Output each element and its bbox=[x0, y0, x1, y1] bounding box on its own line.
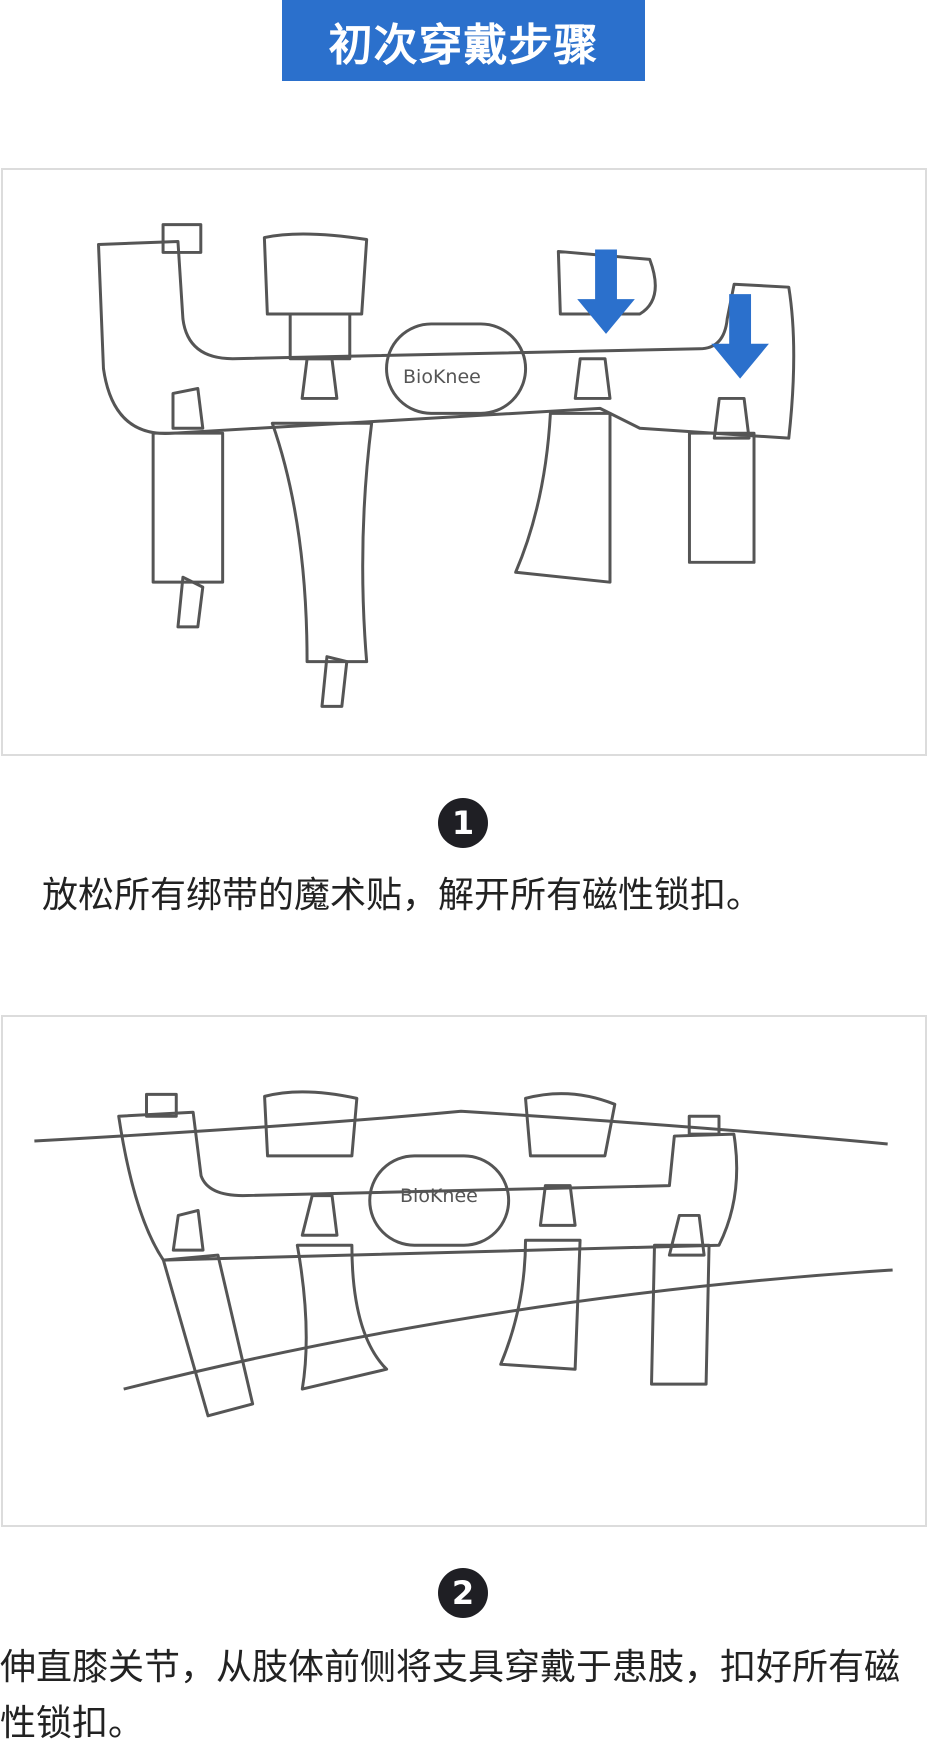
page-title: 初次穿戴步骤 bbox=[282, 0, 645, 81]
brand-logo: BioKnee bbox=[403, 366, 481, 388]
step-1-illustration: BioKnee bbox=[1, 168, 927, 756]
step-2-illustration: BioKnee bbox=[1, 1015, 927, 1527]
step-1-text: 放松所有绑带的魔术贴，解开所有磁性锁扣。 bbox=[42, 875, 763, 916]
arrow-down-icons bbox=[577, 249, 769, 379]
step-2-number-badge: 2 bbox=[438, 1568, 488, 1618]
step-2-text: 伸直膝关节，从肢体前侧将支具穿戴于患肢，扣好所有磁性锁扣。 bbox=[0, 1647, 901, 1744]
step-1-number-badge: 1 bbox=[438, 798, 488, 848]
brand-logo: BioKnee bbox=[400, 1185, 478, 1207]
